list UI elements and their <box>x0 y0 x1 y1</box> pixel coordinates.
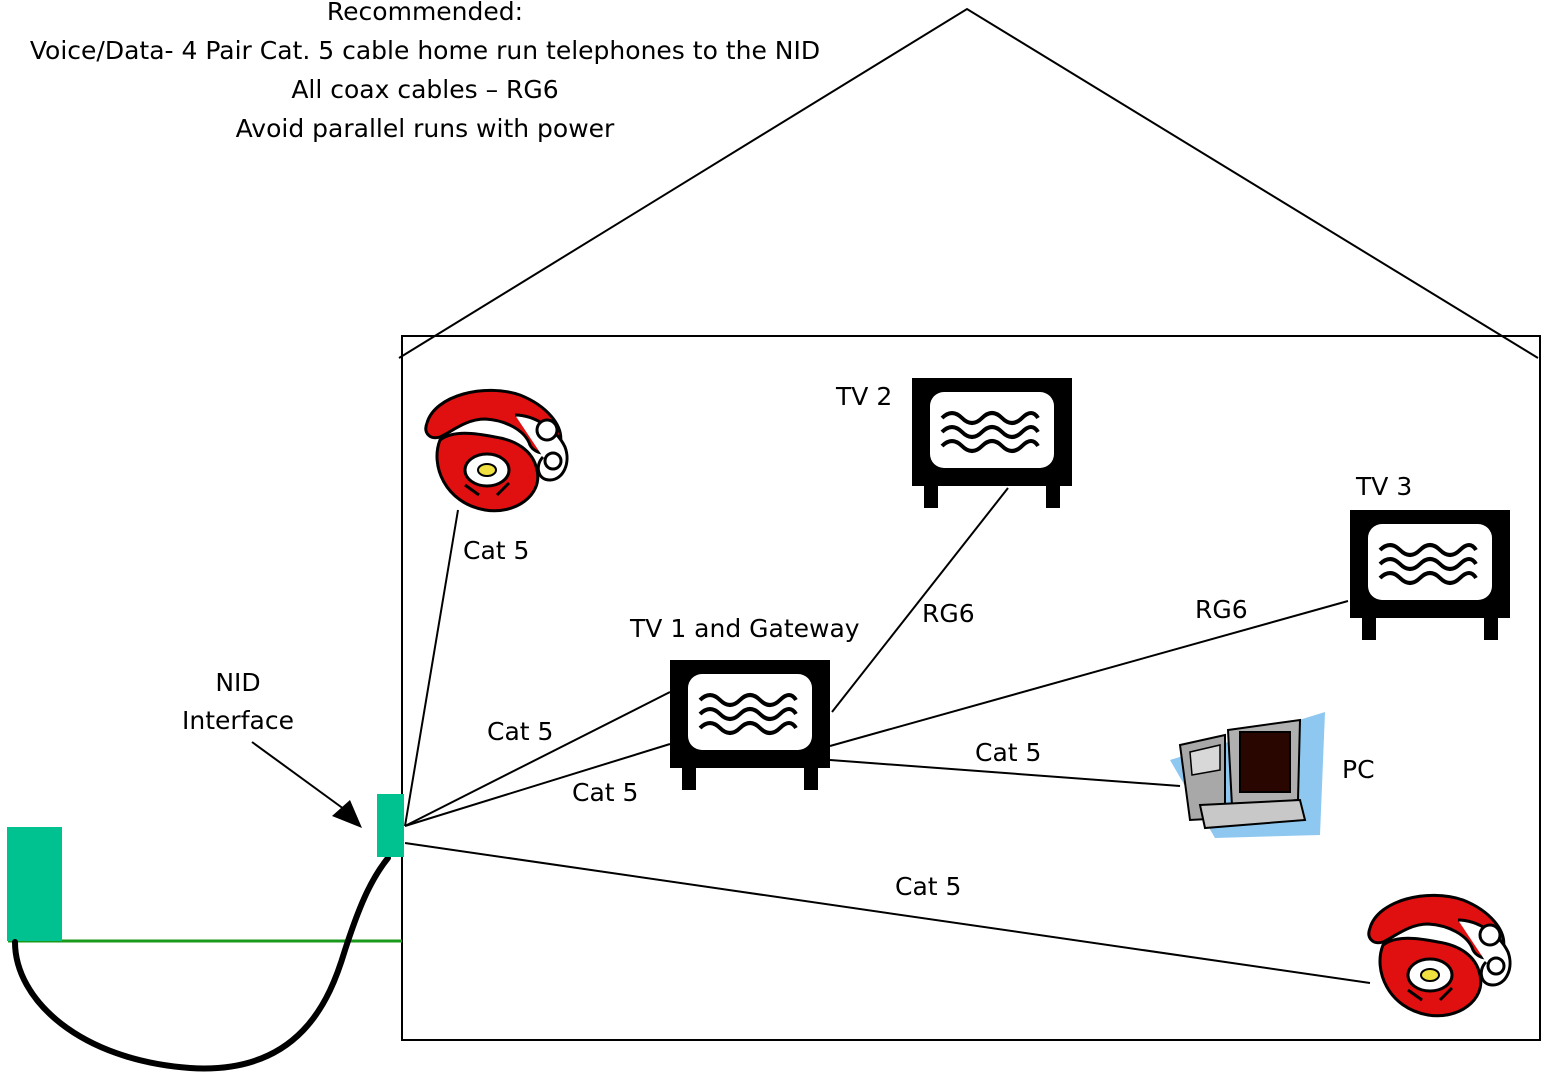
pc-icon <box>1170 712 1325 838</box>
nid-label-line2: Interface <box>182 706 294 735</box>
nid-label-line1: NID <box>215 668 261 697</box>
pc-label: PC <box>1342 755 1375 784</box>
tv3-icon <box>1348 508 1512 642</box>
tv3-label: TV 3 <box>1356 472 1413 501</box>
nid-box <box>377 794 404 857</box>
cable-label-tv1-pc: Cat 5 <box>975 738 1042 767</box>
recommendation-line: Voice/Data- 4 Pair Cat. 5 cable home run… <box>29 36 821 65</box>
recommendation-line: Avoid parallel runs with power <box>235 114 615 143</box>
cable-label-phone-top: Cat 5 <box>463 536 530 565</box>
nid-pointer-arrow <box>251 741 349 813</box>
tv2-icon <box>910 376 1074 510</box>
tv1-label: TV 1 and Gateway <box>630 614 860 643</box>
recommendation-text: Recommended: Voice/Data- 4 Pair Cat. 5 c… <box>0 0 850 148</box>
cable-tv1-pc <box>829 759 1181 787</box>
recommendation-line: All coax cables – RG6 <box>291 75 559 104</box>
cable-label-tv1-tv2: RG6 <box>922 599 975 628</box>
cable-label-nid-tv1-upper: Cat 5 <box>487 717 554 746</box>
nid-label: NID Interface <box>178 664 298 740</box>
cable-label-nid-tv1-lower: Cat 5 <box>572 778 639 807</box>
phone-top-icon <box>424 388 569 513</box>
cable-nid-phone-top <box>404 509 459 827</box>
phone-bottom-icon <box>1367 893 1512 1018</box>
cable-nid-tv1-upper <box>404 691 671 827</box>
cable-nid-phone-bottom <box>404 842 1371 984</box>
roof-outline <box>398 7 1539 359</box>
house-walls <box>401 335 1541 1041</box>
cable-tv1-tv3 <box>829 600 1349 747</box>
nid-arrow-head <box>332 800 362 828</box>
cable-label-tv1-tv3: RG6 <box>1195 595 1248 624</box>
tv2-label: TV 2 <box>836 382 893 411</box>
recommendation-heading: Recommended: <box>326 0 524 26</box>
tv1-icon <box>668 658 832 792</box>
cable-label-phone-bottom: Cat 5 <box>895 872 962 901</box>
cable-nid-tv1-lower <box>404 743 671 827</box>
drop-cable <box>12 855 391 1072</box>
pedestal-box <box>7 827 62 941</box>
cable-tv1-tv2 <box>831 487 1009 713</box>
